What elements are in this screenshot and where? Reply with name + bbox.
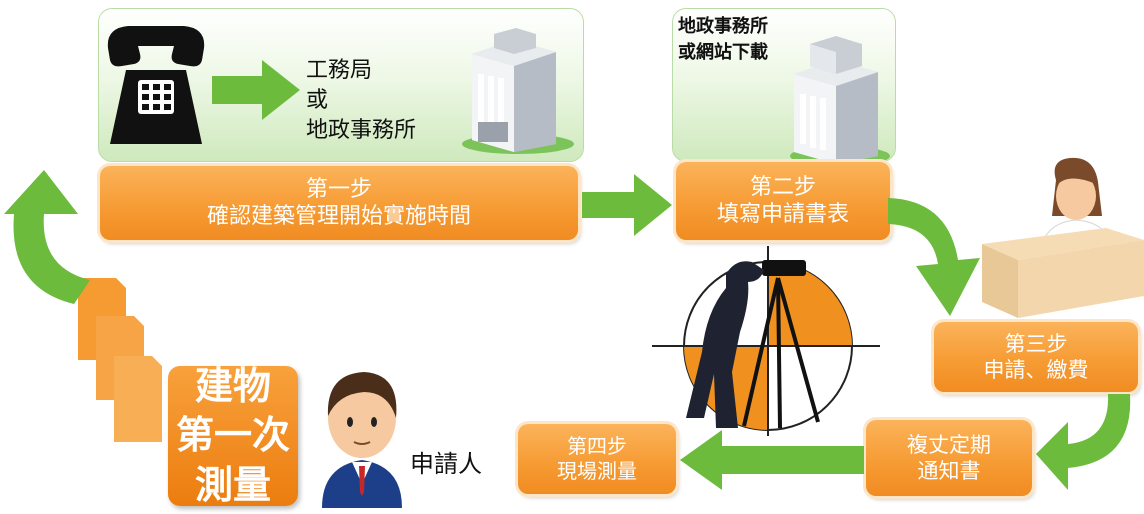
step1-desc: 確認建築管理開始實施時間 <box>206 204 471 229</box>
applicant-person-icon <box>312 362 412 508</box>
step2-title: 第二步 <box>749 174 816 200</box>
curved-arrow-down-icon <box>1034 392 1134 494</box>
notice-line2: 通知書 <box>917 459 981 483</box>
step3-title: 第三步 <box>1004 331 1068 356</box>
office-line: 地政事務所 <box>306 118 417 143</box>
office-building-icon <box>452 26 578 156</box>
arrow-left-icon <box>678 428 864 492</box>
surveyor-icon <box>652 242 880 436</box>
download-source-text: 地政事務所 或網站下載 <box>678 14 768 66</box>
office-line: 工務局 <box>306 58 373 83</box>
clerk-at-desk-icon <box>978 156 1144 324</box>
step4-desc: 現場測量 <box>557 459 637 483</box>
office-building-icon <box>780 34 892 168</box>
step1-title: 第一步 <box>305 176 372 202</box>
arrow-right-icon <box>582 172 674 238</box>
step3-box: 第三步 申請、繳費 <box>934 322 1138 392</box>
step2-desc: 填寫申請書表 <box>716 202 849 227</box>
badge-line: 建物 <box>194 363 271 408</box>
arrow-right-icon <box>212 58 302 122</box>
telephone-icon <box>102 18 210 150</box>
step4-box: 第四步 現場測量 <box>518 424 676 494</box>
first-building-survey-badge: 建物 第一次 測量 <box>168 364 298 507</box>
step3-desc: 申請、繳費 <box>983 358 1089 382</box>
badge-line: 測量 <box>194 462 271 507</box>
badge-line: 第一次 <box>175 413 290 458</box>
download-line: 地政事務所 <box>678 16 768 37</box>
download-line: 或網站下載 <box>678 42 768 63</box>
curved-arrow-up-icon <box>4 168 100 304</box>
office-options-text: 工務局 或 地政事務所 <box>306 56 416 146</box>
survey-notice-box: 複丈定期 通知書 <box>866 420 1032 496</box>
curved-arrow-down-icon <box>888 190 992 318</box>
step4-title: 第四步 <box>567 434 627 458</box>
step2-box: 第二步 填寫申請書表 <box>676 162 890 240</box>
notice-line1: 複丈定期 <box>907 432 991 457</box>
documents-icon <box>72 276 168 446</box>
applicant-label: 申請人 <box>410 450 482 478</box>
step1-box: 第一步 確認建築管理開始實施時間 <box>100 166 578 240</box>
office-line: 或 <box>306 88 329 113</box>
